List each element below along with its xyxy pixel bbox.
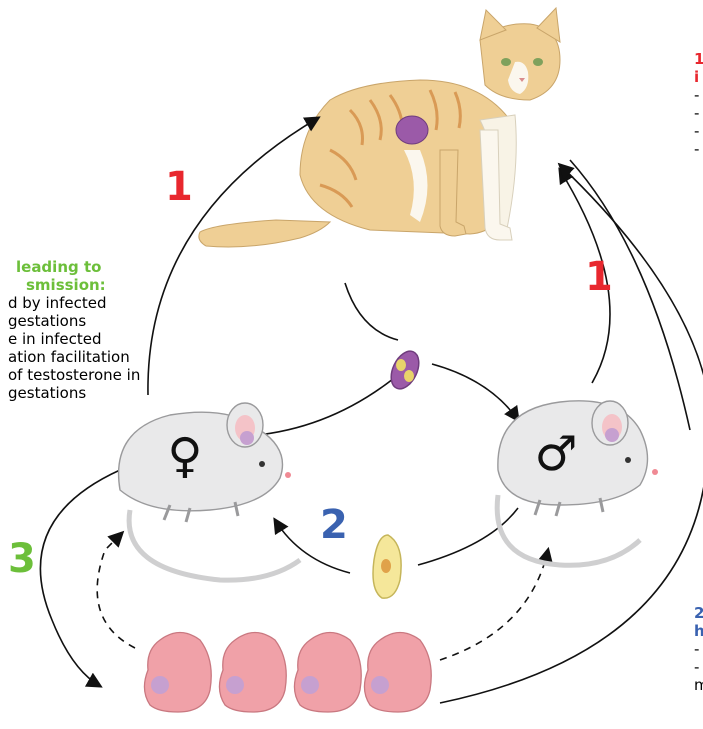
pups-illustration <box>144 633 431 713</box>
left-panel-line-1: d by infected <box>0 294 140 312</box>
left-panel-heading-2: smission: <box>0 276 140 294</box>
female-brain-cyst <box>240 431 254 445</box>
top-right-line-4: - <box>694 140 703 158</box>
bottom-right-text-panel: 2 h - - m <box>694 604 703 694</box>
bottom-right-heading-2: h <box>694 622 703 640</box>
bottom-right-line-1: - <box>694 640 703 658</box>
pup-3 <box>294 633 361 713</box>
bottom-right-heading-1: 2 <box>694 604 703 622</box>
bottom-right-line-2: - <box>694 658 703 676</box>
left-panel-line-4: ation facilitation <box>0 348 140 366</box>
step-2-label: 2 <box>320 502 348 548</box>
tissue-cyst-illustration <box>373 535 401 598</box>
top-right-line-2: - <box>694 104 703 122</box>
arrow-oocyst-to-male <box>432 364 518 420</box>
top-right-heading-1: 1 <box>694 50 703 68</box>
arrow-female-to-pups <box>40 470 120 686</box>
male-mouse-illustration <box>497 401 658 565</box>
arrow-cat-feces-down <box>345 283 398 340</box>
pup-1 <box>144 633 211 713</box>
cat-intestine-parasite <box>396 116 428 144</box>
top-right-line-3: - <box>694 122 703 140</box>
female-mouse-illustration <box>119 403 300 580</box>
step-1-label-right: 1 <box>585 254 613 300</box>
pup-2 <box>219 633 286 713</box>
oocyst-illustration <box>386 347 425 393</box>
male-symbol: ♂ <box>534 426 577 482</box>
arrow-oocyst-to-female <box>247 375 398 436</box>
left-panel-line-5: of testosterone in <box>0 366 140 384</box>
step-1-label-left: 1 <box>165 164 193 210</box>
left-panel-line-2: gestations <box>0 312 140 330</box>
top-right-text-panel: 1 i - - - - <box>694 50 703 158</box>
arrow-pups-to-female <box>97 533 135 648</box>
left-panel-line-6: gestations <box>0 384 140 402</box>
arrow-pups-to-male <box>440 550 548 660</box>
top-right-heading-2: i <box>694 68 703 86</box>
bottom-right-line-3: m <box>694 676 703 694</box>
male-brain-cyst <box>605 428 619 442</box>
cat-illustration <box>199 8 560 247</box>
pup-4 <box>364 633 431 713</box>
arrow-female-to-cat <box>148 118 318 395</box>
female-symbol: ♀ <box>167 428 202 484</box>
top-right-line-1: - <box>694 86 703 104</box>
left-panel-line-3: e in infected <box>0 330 140 348</box>
left-panel-heading-1: leading to <box>0 258 140 276</box>
step-3-label: 3 <box>8 536 36 582</box>
left-text-panel: leading to smission: d by infected gesta… <box>0 258 140 402</box>
